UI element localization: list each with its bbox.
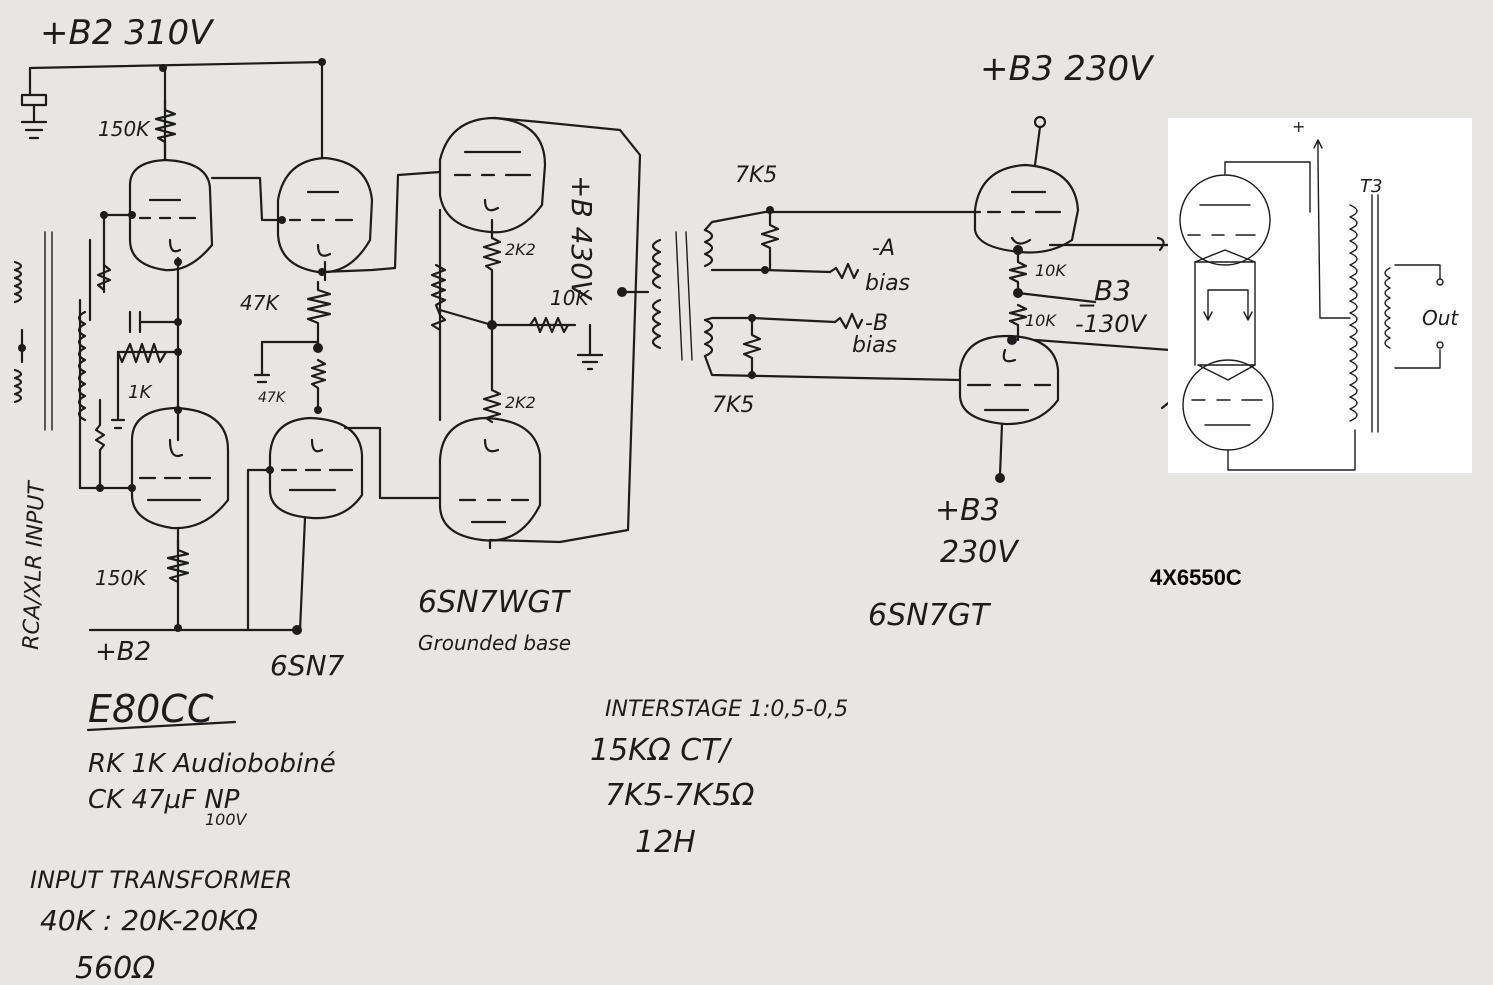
b3-supply-bottom-label: +B3 xyxy=(935,493,1000,528)
output-stage-inset xyxy=(1168,118,1472,473)
6sn7-lower-tube xyxy=(246,416,440,632)
resistor-47k-label: 47K xyxy=(240,291,280,315)
stage4-tube-name: 6SN7GT xyxy=(868,598,992,633)
interstage-note-line2: 15KΩ CT/ xyxy=(590,733,733,768)
resistor-10k-upper-label: 10K xyxy=(1035,261,1067,280)
6sn7wgt-upper-tube xyxy=(438,116,642,544)
resistor-10k-lower-label: 10K xyxy=(1025,311,1057,330)
stage3-tube-name: 6SN7WGT xyxy=(418,585,572,620)
input-connector-label: RCA/XLR INPUT xyxy=(19,479,50,650)
cathode-note-line2: CK 47µF NP xyxy=(88,785,240,815)
resistor-150k-top xyxy=(154,98,177,162)
input-transformer-line1: INPUT TRANSFORMER xyxy=(30,866,292,894)
bias-b3-voltage-label: -130V xyxy=(1075,310,1147,338)
resistor-2k2-bottom-label: 2K2 xyxy=(505,393,536,412)
bias-b3-label: _B3 xyxy=(1079,274,1131,307)
b2-rail xyxy=(20,58,327,140)
inset-plus-label: + xyxy=(1292,117,1305,136)
bias-a-label: -A xyxy=(872,236,895,261)
resistor-150k-bottom-label: 150K xyxy=(95,566,148,590)
b3-supply-top-label: +B3 230V xyxy=(980,49,1155,89)
6sn7gt-lower-tube xyxy=(958,334,1172,477)
input-transformer-line2: 40K : 20K-20KΩ xyxy=(40,904,258,937)
resistor-2k2-top-label: 2K2 xyxy=(505,240,536,259)
bias-b-sub-label: bias xyxy=(852,333,897,358)
resistor-47k-small xyxy=(310,358,327,412)
6sn7wgt-lower-tube xyxy=(438,416,542,550)
e80cc-upper-tube xyxy=(128,66,284,442)
stage2-tube-name: 6SN7 xyxy=(270,649,345,682)
interstage-note-line3: 7K5-7K5Ω xyxy=(605,778,755,813)
e80cc-lower-tube xyxy=(130,406,230,630)
resistor-7k5-top-label: 7K5 xyxy=(735,163,777,188)
interstage-note-line1: INTERSTAGE 1:0,5-0,5 xyxy=(605,697,848,722)
resistor-150k-top-label: 150K xyxy=(98,117,151,141)
inset-t3-label: T3 xyxy=(1360,176,1382,197)
cathode-note-line1: RK 1K Audiobobiné xyxy=(88,749,336,779)
inset-out-label: Out xyxy=(1422,306,1459,330)
b2-bottom-label: +B2 xyxy=(95,637,151,667)
b3-supply-bottom-voltage: 230V xyxy=(940,535,1020,570)
stage3-tube-note: Grounded base xyxy=(418,631,571,655)
resistor-10k-ground-label: 10K xyxy=(550,286,590,310)
interstage-note-line4: 12H xyxy=(635,825,696,860)
6sn7-upper-tube xyxy=(276,60,442,282)
input-transformer-line3: 560Ω xyxy=(75,951,155,985)
bias-a-sub-label: bias xyxy=(865,271,910,296)
cathode-note-line3: 100V xyxy=(205,810,248,829)
resistor-47k xyxy=(306,280,332,350)
b2-supply-label: +B2 310V xyxy=(40,13,215,53)
output-tube-name: 4X6550C xyxy=(1150,565,1242,590)
b-supply-label: +B 430V xyxy=(565,175,598,301)
input-transformer xyxy=(13,231,87,431)
resistor-1k-label: 1K xyxy=(128,382,152,403)
bias-b-label: -B xyxy=(865,311,888,336)
b2-bottom-rail xyxy=(88,624,302,635)
interstage-transformer xyxy=(617,210,982,382)
resistor-47k-small-label: 47K xyxy=(258,390,287,406)
6sn7gt-upper-tube xyxy=(973,163,1162,254)
resistor-7k5-bottom-label: 7K5 xyxy=(712,393,754,418)
